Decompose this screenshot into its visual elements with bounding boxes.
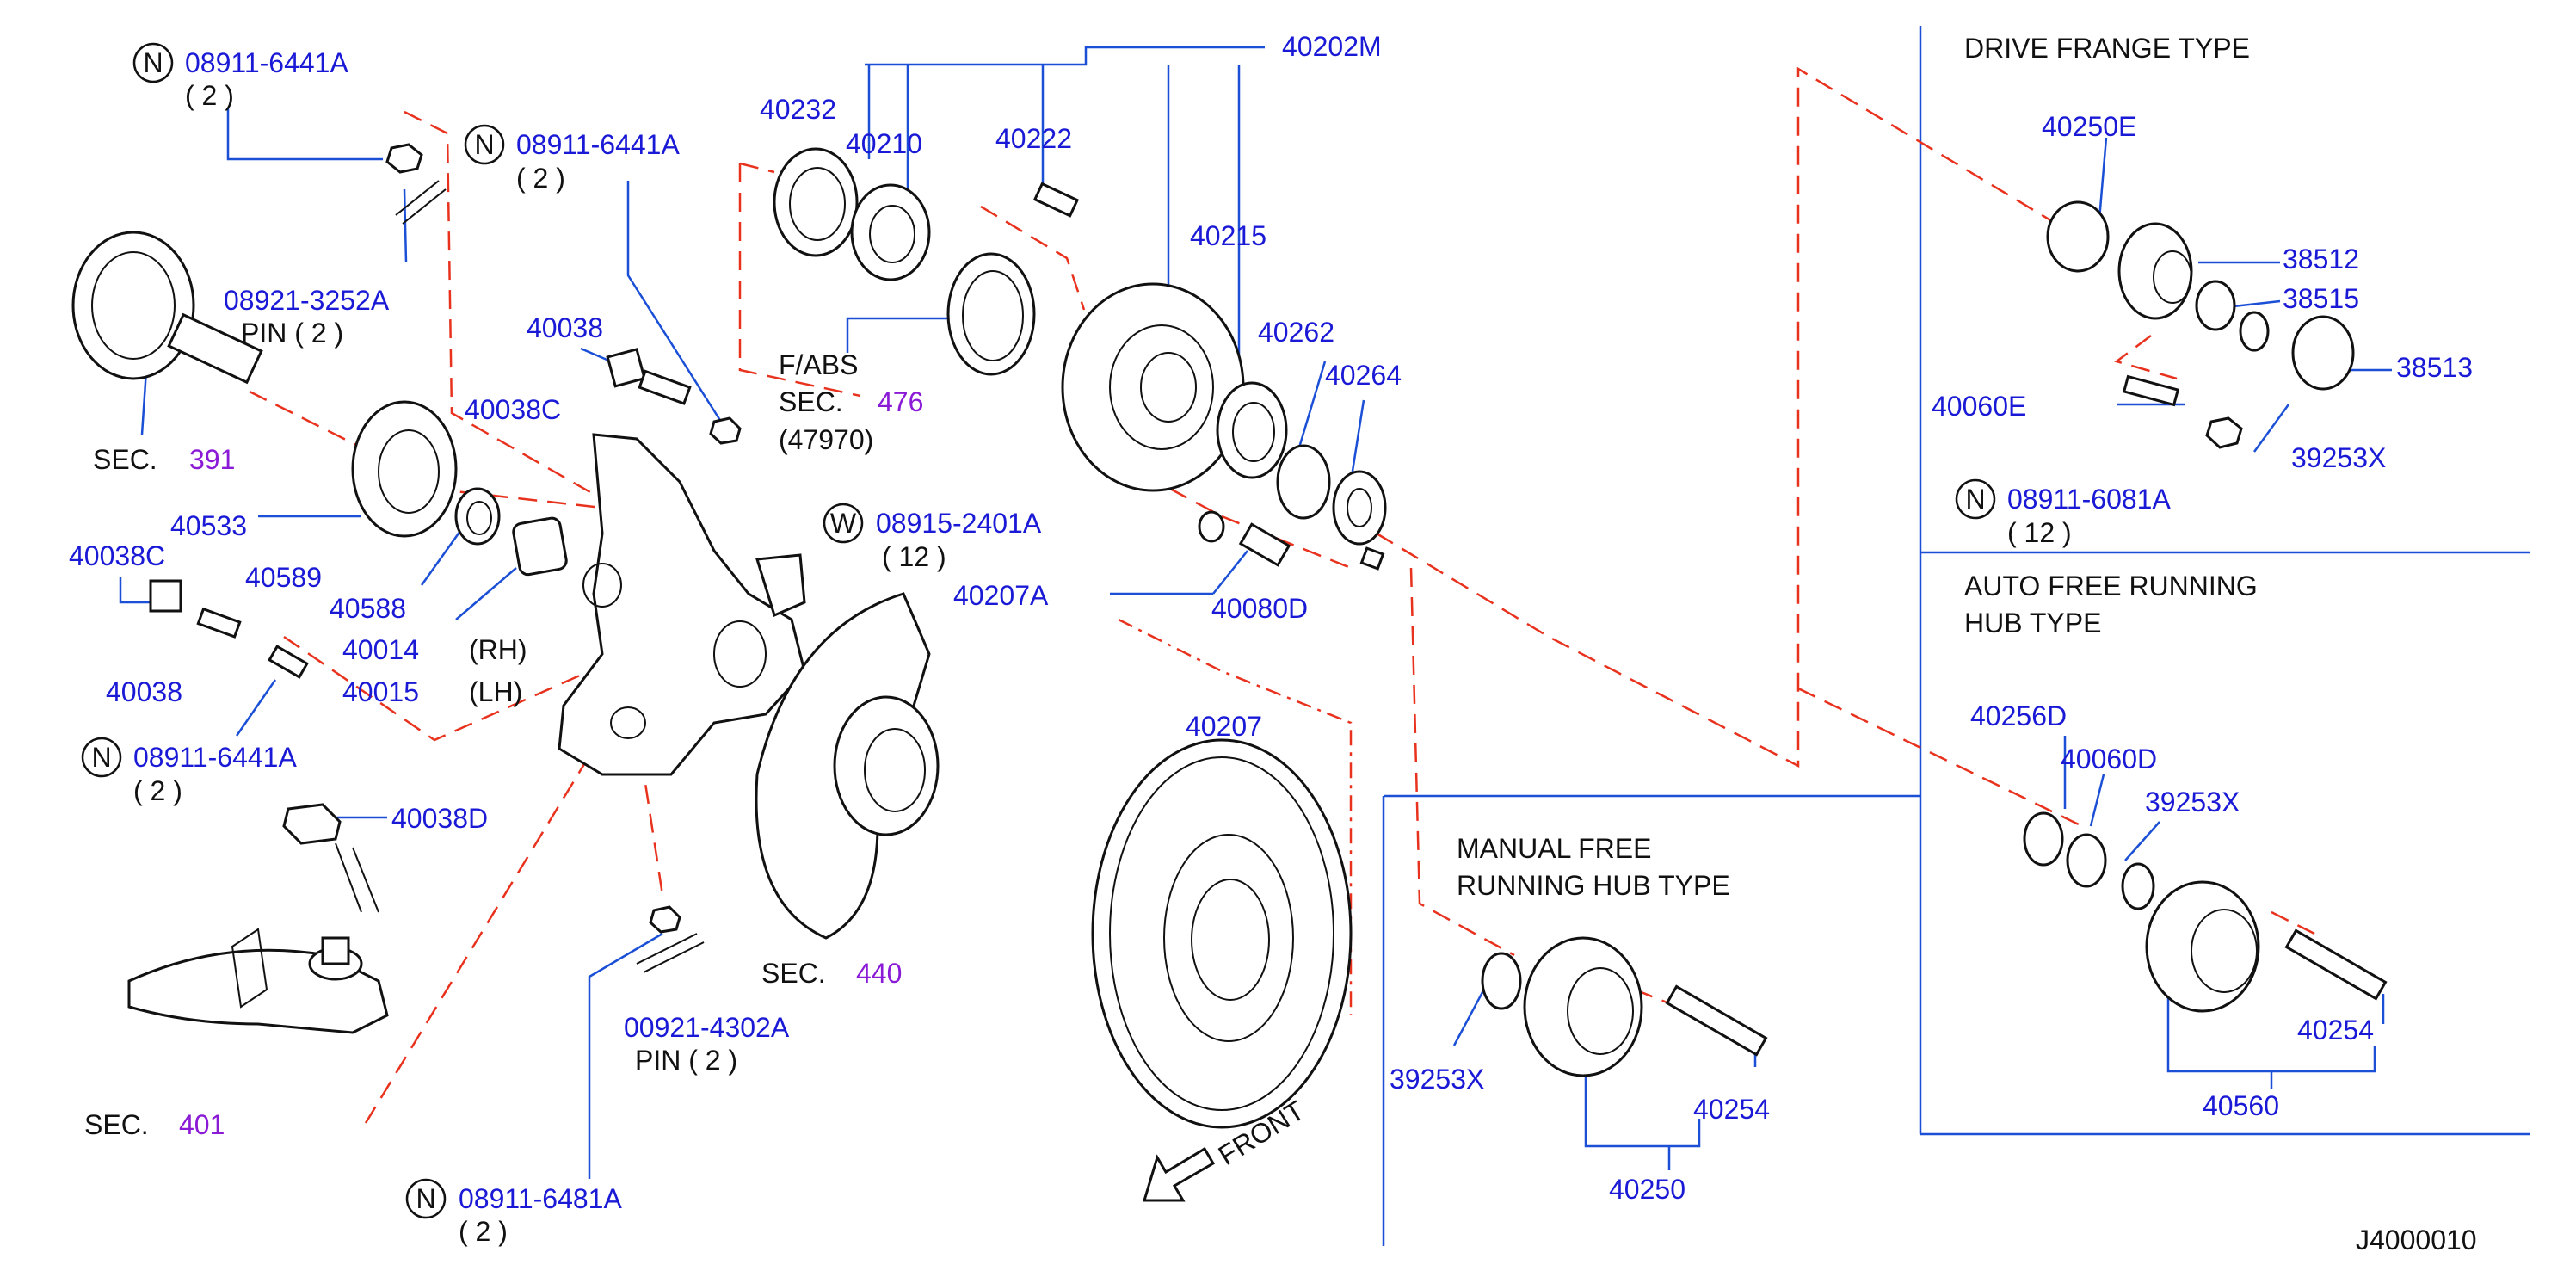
callout-code-5: 08915-2401A xyxy=(876,508,1042,539)
part-40254-a: 40254 xyxy=(2297,1015,2374,1046)
part-40038C-a: 40038C xyxy=(465,394,561,425)
part-38515: 38515 xyxy=(2283,283,2359,314)
panel-manual-free-title-2: RUNNING HUB TYPE xyxy=(1457,870,1730,901)
callout-codes: 08911-6441A ( 2 ) 08911-6441A ( 2 ) 0892… xyxy=(133,47,2171,1247)
part-40264: 40264 xyxy=(1325,360,1402,391)
part-40038D: 40038D xyxy=(391,803,488,834)
part-40533: 40533 xyxy=(170,510,247,541)
sec-401-number: 401 xyxy=(179,1109,225,1140)
sec-391-label: SEC. xyxy=(93,444,157,475)
front-arrow-drawing xyxy=(1142,1146,1216,1202)
small-hardware-drawing xyxy=(149,143,742,973)
part-39253X-b: 39253X xyxy=(2145,787,2240,817)
part-40080D: 40080D xyxy=(1211,593,1308,624)
callout-code-1: 08911-6441A xyxy=(185,47,348,78)
lower-arm-drawing xyxy=(127,803,389,1034)
callout-sub-3: PIN ( 2 ) xyxy=(241,318,343,349)
brake-rotor-drawing xyxy=(1091,738,1353,1129)
sec-401-label: SEC. xyxy=(84,1109,149,1140)
steering-knuckle-drawing xyxy=(558,433,806,776)
part-40038-b: 40038 xyxy=(106,676,182,707)
part-40222: 40222 xyxy=(995,123,1072,154)
marker-n-4: N xyxy=(91,742,111,773)
callout-qty-4: ( 2 ) xyxy=(133,775,182,806)
part-40256D: 40256D xyxy=(1970,700,2067,731)
sec-476-post: (47970) xyxy=(779,424,873,455)
marker-n-7: N xyxy=(416,1183,435,1214)
dust-cover-drawing xyxy=(755,592,940,940)
part-40202M: 40202M xyxy=(1282,31,1382,62)
part-38512: 38512 xyxy=(2283,244,2359,275)
part-numbers: 40202M 40232 40210 40222 40215 40262 402… xyxy=(69,31,2473,1205)
part-40038C-b: 40038C xyxy=(69,540,165,571)
section-references: SEC. 391 F/ABS SEC. 476 (47970) SEC. 440… xyxy=(84,349,923,1140)
part-40060D: 40060D xyxy=(2061,743,2157,774)
diagram-code: J4000010 xyxy=(2356,1225,2477,1255)
callout-qty-1: ( 2 ) xyxy=(185,80,234,111)
manual-free-hub-drawing xyxy=(1481,936,1768,1077)
part-40014: 40014 xyxy=(342,634,419,665)
callout-code-3: 08921-3252A xyxy=(224,285,390,316)
callout-qty-2: ( 2 ) xyxy=(516,163,565,194)
callout-qty-8: ( 12 ) xyxy=(2007,517,2072,548)
panel-manual-free-title-1: MANUAL FREE xyxy=(1457,833,1651,864)
marker-w-5: W xyxy=(830,508,857,539)
panel-titles: DRIVE FRANGE TYPE AUTO FREE RUNNING HUB … xyxy=(1457,33,2258,901)
callout-code-6: 00921-4302A xyxy=(624,1012,790,1043)
hub-drawing xyxy=(1061,282,1387,571)
part-40254-b: 40254 xyxy=(1693,1094,1770,1125)
side-marks: (RH) (LH) xyxy=(469,634,527,707)
part-40560: 40560 xyxy=(2203,1090,2279,1121)
panel-drive-flange-title: DRIVE FRANGE TYPE xyxy=(1964,33,2250,64)
bearing-left-drawing xyxy=(351,400,568,577)
part-40250E: 40250E xyxy=(2042,111,2136,142)
panel-auto-free-title-1: AUTO FREE RUNNING xyxy=(1964,571,2258,601)
bearing-upper-drawing xyxy=(773,147,1080,376)
callout-markers: N N N W N N xyxy=(81,42,1996,1219)
callout-code-8: 08911-6081A xyxy=(2007,484,2171,515)
part-40250: 40250 xyxy=(1609,1174,1685,1205)
part-40015: 40015 xyxy=(342,676,419,707)
part-drawings xyxy=(71,143,2388,1202)
part-40210: 40210 xyxy=(846,128,922,159)
part-40262: 40262 xyxy=(1258,317,1334,348)
sec-440-number: 440 xyxy=(856,958,902,989)
callout-code-2: 08911-6441A xyxy=(516,129,680,160)
part-38513: 38513 xyxy=(2396,352,2473,383)
sec-476-label: SEC. xyxy=(779,386,843,417)
part-40060E: 40060E xyxy=(1932,391,2026,422)
part-40038: 40038 xyxy=(527,312,603,343)
callout-code-4: 08911-6441A xyxy=(133,742,297,773)
callout-qty-7: ( 2 ) xyxy=(459,1216,508,1247)
sec-476-pre: F/ABS xyxy=(779,349,858,380)
callout-sub-6: PIN ( 2 ) xyxy=(635,1045,737,1076)
drive-shaft-drawing xyxy=(71,231,263,385)
side-rh: (RH) xyxy=(469,634,527,665)
callout-code-7: 08911-6481A xyxy=(459,1183,622,1214)
drive-flange-drawing xyxy=(2046,200,2355,449)
part-40588: 40588 xyxy=(330,593,406,624)
marker-n-2: N xyxy=(474,129,494,160)
callout-qty-5: ( 12 ) xyxy=(882,541,946,572)
sec-391-number: 391 xyxy=(189,444,235,475)
sec-440-label: SEC. xyxy=(761,958,826,989)
part-39253X-a: 39253X xyxy=(2291,442,2386,473)
sec-476-number: 476 xyxy=(878,386,923,417)
part-40207: 40207 xyxy=(1186,711,1262,742)
part-39253X-c: 39253X xyxy=(1390,1064,1484,1095)
part-40207A: 40207A xyxy=(953,580,1049,611)
part-40589: 40589 xyxy=(245,562,322,593)
part-40215: 40215 xyxy=(1190,220,1266,251)
auto-free-hub-drawing xyxy=(2023,811,2388,1013)
marker-n-1: N xyxy=(143,47,163,78)
panel-frames xyxy=(1382,26,2530,1246)
marker-n-8: N xyxy=(1965,484,1985,515)
panel-auto-free-title-2: HUB TYPE xyxy=(1964,608,2101,638)
side-lh: (LH) xyxy=(469,676,522,707)
part-40232: 40232 xyxy=(760,94,836,125)
